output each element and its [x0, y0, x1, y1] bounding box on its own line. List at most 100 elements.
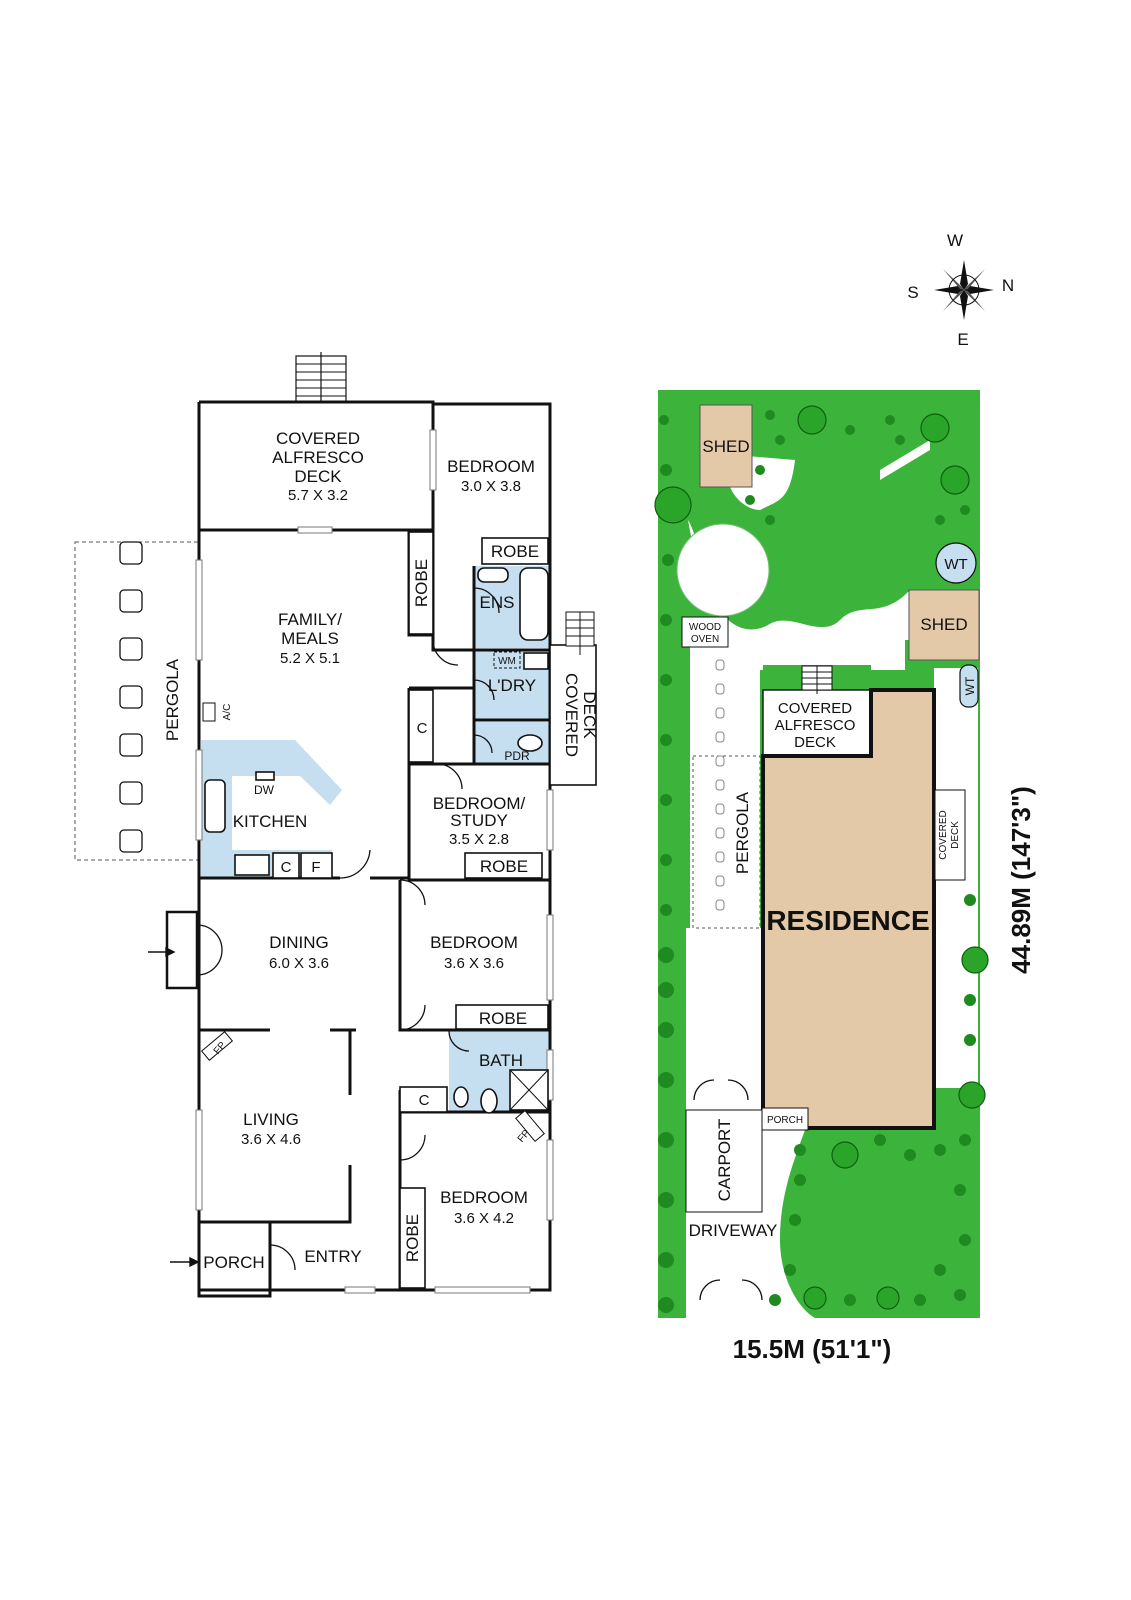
pergola-posts — [119, 541, 143, 853]
family-dims: 5.2 X 5.1 — [280, 650, 340, 667]
cupboard-box — [399, 1086, 448, 1113]
shed-2-label: SHED — [920, 615, 967, 634]
porch-label: PORCH — [203, 1253, 264, 1272]
porch-outline — [197, 1222, 272, 1298]
compass-rose: W S N E — [907, 231, 1014, 349]
bath-label: BATH — [479, 1051, 523, 1070]
ac-label: A/C — [222, 704, 233, 721]
alfresco-dims: 5.7 X 3.2 — [288, 487, 348, 504]
carport-label: CARPORT — [715, 1119, 734, 1202]
compass-s: S — [907, 283, 918, 302]
robe-label: ROBE — [491, 542, 539, 561]
wt-2-label: WT — [963, 676, 977, 695]
laundry-tub — [523, 652, 549, 670]
water-tank-1 — [935, 542, 977, 584]
floor-plan: PERGOLA — [74, 352, 599, 1298]
wood-oven-label-2: OVEN — [691, 634, 719, 645]
cupboard-label: C — [417, 720, 428, 737]
basin-bath — [453, 1086, 469, 1108]
cupboard-box — [272, 852, 300, 879]
alfresco-label-2: ALFRESCO — [272, 448, 364, 467]
toilet-bath — [480, 1088, 498, 1114]
residence-label: RESIDENCE — [766, 905, 929, 936]
site-alfresco-label-3: DECK — [794, 734, 836, 751]
site-plan: SHED SHED WT WT WOOD OVEN COVERED ALFRES… — [654, 390, 1036, 1364]
window — [546, 789, 554, 851]
site-porch — [761, 1107, 809, 1131]
bedroom-3-dims: 3.6 X 4.2 — [454, 1210, 514, 1227]
robe-label: ROBE — [480, 857, 528, 876]
dining-label: DINING — [269, 933, 329, 952]
dining-dims: 6.0 X 3.6 — [269, 955, 329, 972]
trees — [654, 405, 989, 1313]
fridge-box — [300, 852, 333, 879]
site-deck-label-1: COVERED — [938, 810, 949, 859]
ens-label: ENS — [480, 593, 515, 612]
carport — [685, 1109, 763, 1213]
site-alfresco-stairs — [801, 665, 833, 694]
study-dims: 3.5 X 2.8 — [449, 831, 509, 848]
site-alfresco-label-2: ALFRESCO — [775, 717, 856, 734]
window — [195, 749, 203, 841]
robe-label: ROBE — [479, 1009, 527, 1028]
site-pergola-posts — [715, 659, 725, 911]
wm-box — [493, 651, 521, 669]
living-label: LIVING — [243, 1110, 299, 1129]
site-deck-label-2: DECK — [950, 821, 961, 849]
cooktop — [234, 854, 270, 876]
alfresco-label-1: COVERED — [276, 429, 360, 448]
robe-box — [464, 852, 543, 879]
shed-1 — [699, 404, 753, 488]
lot-width-label: 15.5M (51'1") — [733, 1334, 892, 1364]
fridge-label: F — [311, 859, 320, 876]
driveway-label: DRIVEWAY — [689, 1221, 778, 1240]
ac-unit — [202, 702, 216, 722]
deck-stairs — [295, 352, 347, 403]
entry-label: ENTRY — [304, 1247, 361, 1266]
basin-ens — [477, 567, 509, 583]
sink — [204, 779, 226, 833]
cupboard-label: C — [419, 1092, 430, 1109]
laundry-label: L'DRY — [488, 676, 536, 695]
bedroom-2-label: BEDROOM — [430, 933, 518, 952]
study-label-2: STUDY — [450, 811, 508, 830]
robe-box — [399, 1187, 426, 1289]
doors — [196, 587, 500, 1271]
round-paving — [676, 523, 770, 617]
wood-oven — [681, 616, 729, 648]
site-covered-deck — [934, 789, 966, 881]
pergola-label: PERGOLA — [163, 658, 182, 741]
side-deck-label-1: COVERED — [562, 673, 581, 757]
site-alfresco-label-1: COVERED — [778, 700, 852, 717]
dw-label: DW — [254, 783, 275, 797]
bedroom-1-dims: 3.0 X 3.8 — [461, 478, 521, 495]
dishwasher — [255, 771, 275, 781]
robe-box — [481, 537, 549, 565]
toilet-pdr — [517, 734, 543, 752]
compass-n: N — [1002, 276, 1014, 295]
family-label-2: MEALS — [281, 629, 339, 648]
robe-box — [408, 531, 434, 635]
wood-oven-label-1: WOOD — [689, 622, 721, 633]
sliding-door — [297, 526, 333, 534]
bedroom-1-label: BEDROOM — [447, 457, 535, 476]
window — [344, 1286, 376, 1294]
shed-1-label: SHED — [702, 437, 749, 456]
window — [434, 1286, 531, 1294]
alfresco-label-3: DECK — [294, 467, 342, 486]
study-label-1: BEDROOM/ — [433, 794, 526, 813]
window — [546, 1139, 554, 1221]
kitchen-label: KITCHEN — [233, 812, 308, 831]
living-dims: 3.6 X 4.6 — [241, 1131, 301, 1148]
site-porch-label: PORCH — [767, 1115, 803, 1126]
bedroom-3-label: BEDROOM — [440, 1188, 528, 1207]
side-deck-stairs — [565, 611, 595, 655]
robe-label: ROBE — [403, 1214, 422, 1262]
window — [546, 914, 554, 1001]
bathtub-ens — [519, 567, 549, 641]
side-deck-label-2: DECK — [580, 691, 599, 739]
compass-w: W — [947, 231, 963, 250]
wt-1-label: WT — [944, 556, 967, 573]
window — [195, 1109, 203, 1211]
